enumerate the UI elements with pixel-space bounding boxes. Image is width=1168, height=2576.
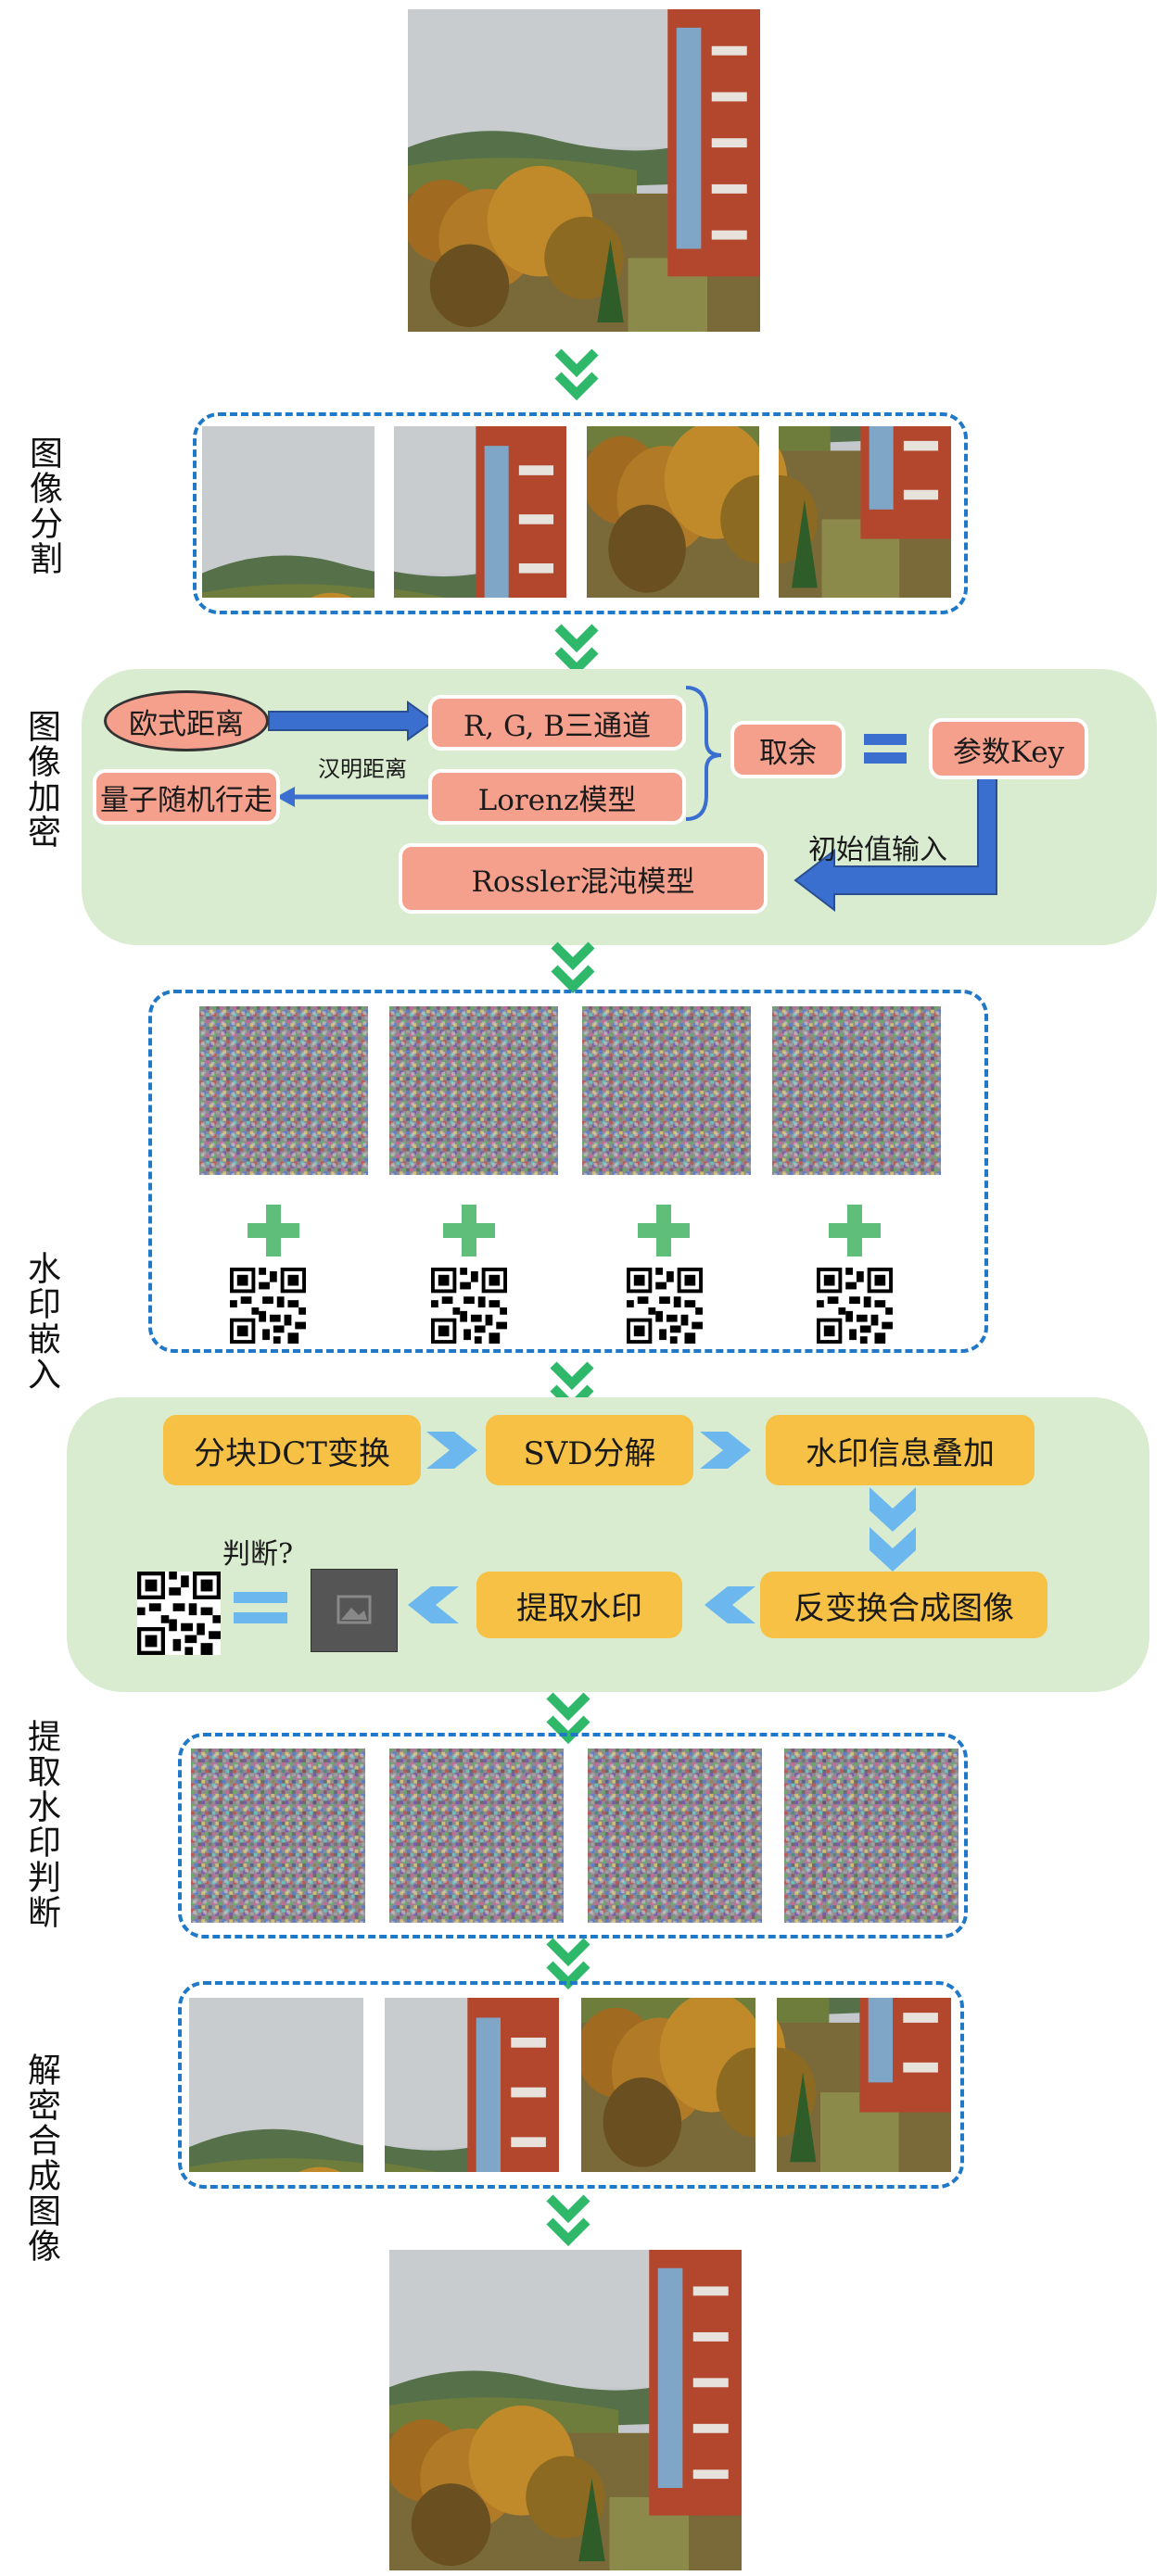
decrypted-tile-3 [581,1998,755,2172]
image-placeholder-icon [311,1569,398,1652]
extracted-tile-1 [191,1749,365,1923]
label-decryption: 解密合成图像 [22,2052,60,2264]
segmentation-box [193,412,968,614]
lorenz-node: Lorenz模型 [428,769,686,825]
encrypted-tile-3 [582,1006,751,1175]
extraction-box [178,1733,968,1938]
extracted-tile-4 [784,1749,959,1923]
extracted-tile-2 [389,1749,564,1923]
plus-icon-3 [638,1205,690,1256]
extract-step: 提取水印 [476,1572,682,1638]
svd-step: SVD分解 [486,1415,693,1485]
decrypted-tile-2 [385,1998,559,2172]
judge-label: 判断? [222,1538,294,1571]
hamming-distance-label: 汉明距离 [318,756,407,782]
decryption-box [178,1981,964,2189]
quantum-walk-node: 量子随机行走 [93,769,280,825]
embedding-box [148,990,988,1353]
label-segmentation: 图像分割 [24,436,62,576]
label-extraction: 提取水印判断 [22,1719,60,1930]
rgb-channels-node: R, G, B三通道 [428,695,686,751]
qr-code-icon-result [137,1572,221,1655]
original-image [408,9,760,332]
dct-step: 分块DCT变换 [163,1415,421,1485]
encrypted-tile-2 [389,1006,558,1175]
segment-tile-4 [779,426,951,598]
extracted-tile-3 [588,1749,762,1923]
rossler-node: Rossler混沌模型 [399,843,768,914]
reconstructed-image [389,2250,742,2570]
decrypted-tile-4 [777,1998,951,2172]
plus-icon-2 [443,1205,495,1256]
overlay-step: 水印信息叠加 [766,1415,1035,1485]
inverse-step: 反变换合成图像 [760,1572,1047,1638]
plus-icon-1 [248,1205,299,1256]
decrypted-tile-1 [189,1998,363,2172]
label-encryption: 图像加密 [22,709,60,850]
segment-tile-3 [587,426,759,598]
down-arrow-7 [545,2193,591,2249]
plus-icon-4 [829,1205,881,1256]
encrypted-tile-1 [199,1006,368,1175]
init-input-label: 初始值输入 [808,834,947,866]
param-key-node: 参数Key [929,718,1088,779]
euclid-distance-node: 欧式距离 [104,690,269,751]
segment-tile-2 [394,426,566,598]
encrypted-tile-4 [772,1006,941,1175]
process-arrows [234,1432,916,1623]
segment-tile-1 [202,426,375,598]
label-embedding: 水印嵌入 [22,1251,60,1392]
remainder-node: 取余 [730,721,845,778]
